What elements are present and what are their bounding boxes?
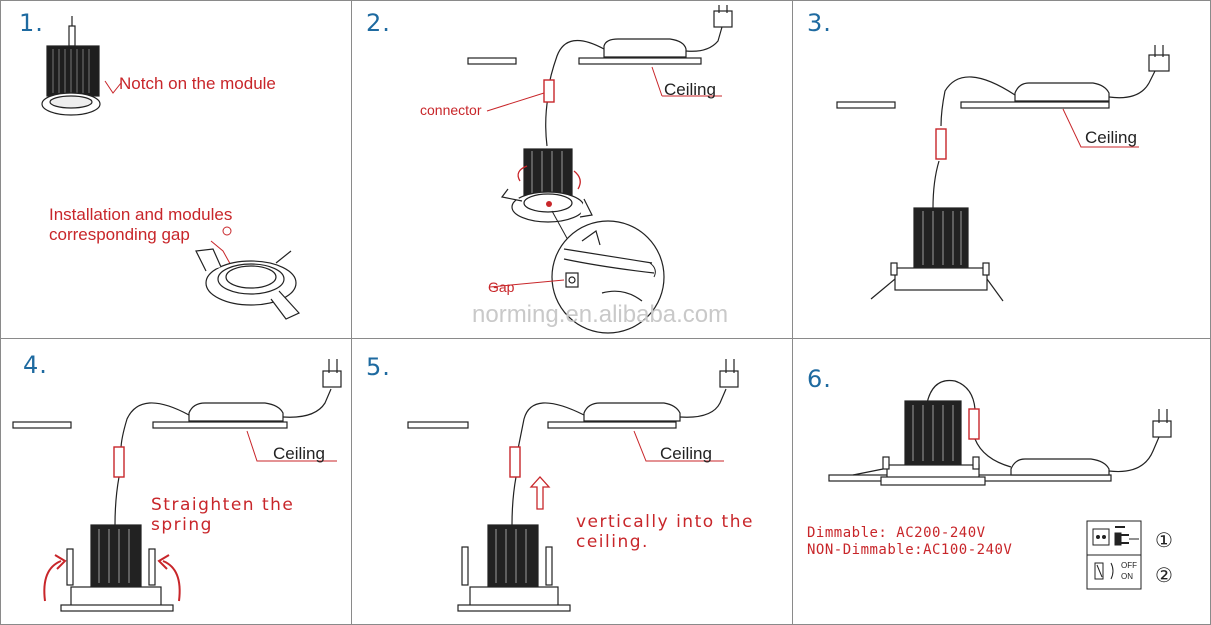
downlight-icon: [852, 400, 986, 486]
led-module-icon: [41, 16, 101, 116]
ceiling-label: Ceiling: [660, 444, 712, 463]
downlight-icon: [870, 207, 1004, 302]
step-number: 6.: [807, 365, 832, 393]
step-5-panel: 5. Ceiling: [351, 338, 793, 625]
ceiling-label: Ceiling: [664, 80, 716, 99]
up-arrow-icon: [529, 476, 551, 510]
step-5-illustration: [407, 359, 739, 612]
connector-icon: [935, 128, 947, 160]
power-legend: [1086, 520, 1142, 590]
non-dimmable-spec: NON-Dimmable:AC100-240V: [807, 542, 1013, 558]
step-4-illustration: [12, 359, 342, 612]
step-number: 1.: [19, 9, 44, 37]
dimmable-spec: Dimmable: AC200-240V: [807, 525, 986, 541]
watermark: norming.en.alibaba.com: [472, 301, 729, 328]
ceiling-label: Ceiling: [1085, 128, 1137, 147]
step-6-illustration: [828, 379, 1172, 590]
step-2-illustration: [467, 5, 733, 334]
step-number: 4.: [23, 351, 48, 379]
gap-detail-circle: [551, 220, 665, 334]
switch-off-label: OFF: [1121, 561, 1137, 570]
step-3-illustration: [836, 45, 1170, 302]
step-3-panel: 3. Ceilin: [792, 0, 1211, 339]
step-1-panel: 1.: [0, 0, 352, 339]
legend-mark-2: ②: [1155, 563, 1173, 587]
step-4-panel: 4.: [0, 338, 352, 625]
gap-label: Gap: [488, 279, 515, 295]
step-2-panel: 2.: [351, 0, 793, 339]
downlight-icon: [500, 148, 593, 223]
instruction-text: vertically into the ceiling.: [576, 512, 754, 552]
downlight-icon: [60, 524, 174, 612]
connector-icon: [968, 408, 980, 440]
step-1-illustration: [41, 16, 300, 320]
notch-callout: Notch on the module: [119, 74, 276, 93]
gap-callout: Installation and modules corresponding g…: [49, 205, 233, 244]
connector-label: connector: [420, 102, 482, 118]
step-number: 2.: [366, 9, 391, 37]
connector-icon: [113, 446, 125, 478]
legend-mark-1: ①: [1155, 528, 1173, 552]
step-6-panel: 6.: [792, 338, 1211, 625]
downlight-icon: [457, 524, 571, 612]
connector-icon: [543, 79, 555, 103]
step-number: 5.: [366, 353, 391, 381]
connector-icon: [509, 446, 521, 478]
instruction-text: Straighten the spring: [151, 495, 295, 535]
outlet-plug-icon: [1092, 528, 1110, 546]
step-number: 3.: [807, 9, 832, 37]
switch-on-label: ON: [1121, 572, 1133, 581]
ceiling-label: Ceiling: [273, 444, 325, 463]
mounting-ring-icon: [195, 248, 300, 320]
